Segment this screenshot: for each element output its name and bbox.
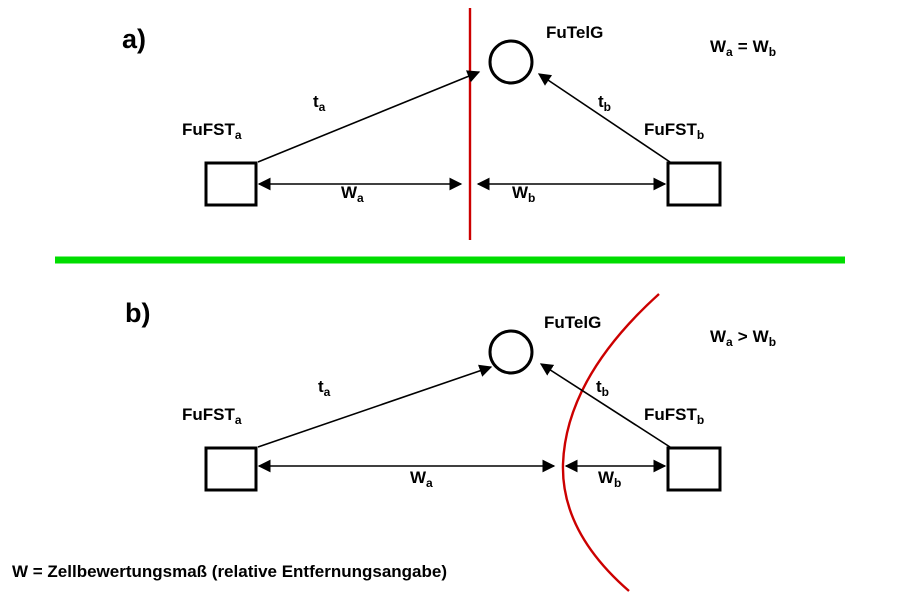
ta-label-b: ta bbox=[318, 377, 331, 399]
condition-b: Wa>Wb bbox=[710, 327, 776, 349]
futelg-label-b: FuTelG bbox=[544, 313, 601, 332]
fufst-b-node-a bbox=[666, 161, 722, 207]
section-b-label: b) bbox=[125, 298, 150, 328]
section-a-label: a) bbox=[122, 24, 146, 54]
wa-label-a: Wa bbox=[341, 183, 364, 205]
section-b: b) FuTelG Wa>Wb FuFSTa FuFSTb bbox=[125, 293, 776, 592]
condition-a: Wa=Wb bbox=[710, 37, 776, 59]
fufst-b-label-b: FuFSTb bbox=[644, 405, 704, 427]
fufst-b-label-a: FuFSTb bbox=[644, 120, 704, 142]
wb-label-b: Wb bbox=[598, 468, 621, 490]
ta-label-a: ta bbox=[313, 92, 326, 114]
ta-arrow-b bbox=[257, 364, 493, 448]
fufst-a-label-a: FuFSTa bbox=[182, 120, 242, 142]
fufst-b-node-b bbox=[666, 446, 722, 492]
fufst-a-node-b bbox=[204, 446, 258, 492]
fufst-a-node-a bbox=[204, 161, 258, 207]
tb-arrow-a bbox=[537, 73, 671, 163]
futelg-label-a: FuTelG bbox=[546, 23, 603, 42]
tb-label-b: tb bbox=[596, 377, 609, 399]
wa-label-b: Wa bbox=[410, 468, 433, 490]
section-a: a) FuTelG Wa=Wb FuFSTa FuFSTb bbox=[122, 8, 776, 240]
futelg-node-a bbox=[488, 39, 534, 85]
tb-arrow-b bbox=[539, 363, 671, 448]
fufst-a-label-b: FuFSTa bbox=[182, 405, 242, 427]
wb-label-a: Wb bbox=[512, 183, 535, 205]
legend-text: W = Zellbewertungsmaß (relative Entfernu… bbox=[12, 562, 447, 581]
ta-arrow-a bbox=[257, 70, 481, 163]
cell-boundary-curve-b bbox=[561, 293, 660, 592]
futelg-node-b bbox=[488, 329, 534, 375]
tb-label-a: tb bbox=[598, 92, 611, 114]
